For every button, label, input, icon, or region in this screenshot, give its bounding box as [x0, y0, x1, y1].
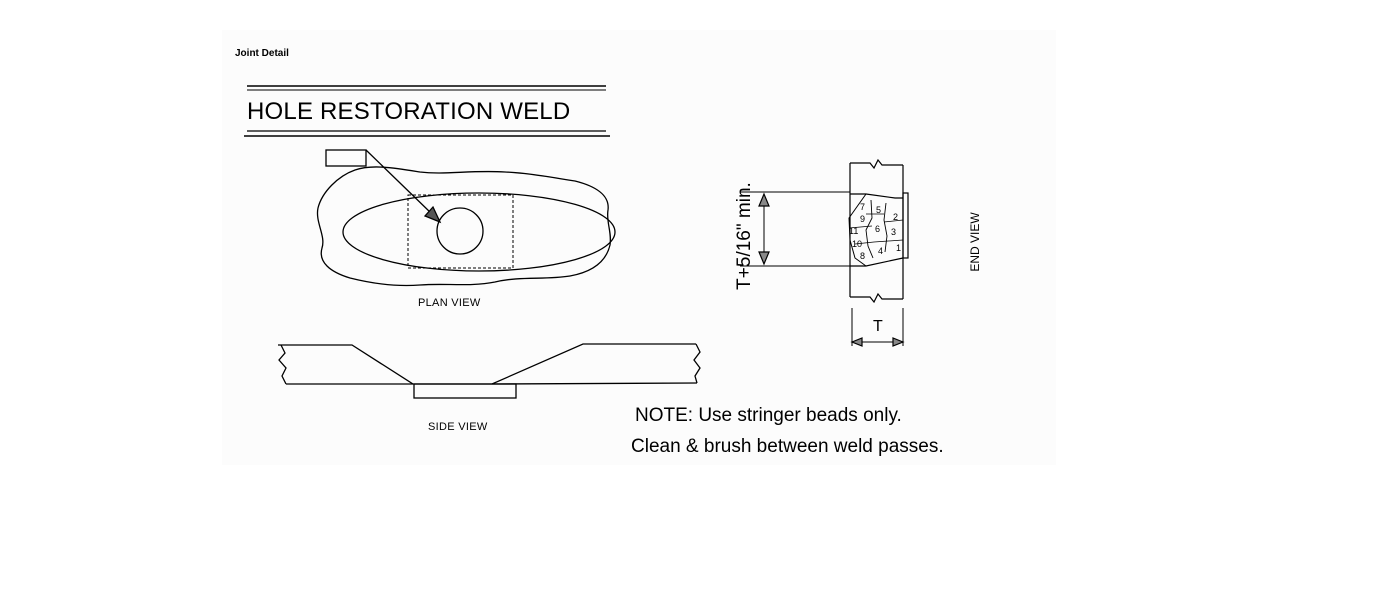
- side-view-label: SIDE VIEW: [428, 421, 488, 433]
- pass-8: 8: [860, 251, 865, 261]
- height-dimension-label: T+5/16" min.: [734, 182, 755, 290]
- drawing-title: HOLE RESTORATION WELD: [247, 98, 571, 125]
- pass-11: 11: [849, 226, 858, 236]
- joint-detail-label: Joint Detail: [235, 48, 289, 59]
- title-rules: [244, 85, 610, 137]
- note-line-1: NOTE: Use stringer beads only.: [635, 405, 902, 426]
- thickness-dimension-label: T: [873, 318, 883, 335]
- pass-1: 1: [896, 243, 901, 253]
- note-line-2: Clean & brush between weld passes.: [631, 436, 944, 457]
- plan-view-drawing: [316, 149, 616, 287]
- pass-4: 4: [878, 246, 883, 256]
- plan-ellipse: [342, 192, 616, 272]
- plan-hole: [436, 207, 484, 255]
- pass-7: 7: [860, 202, 865, 212]
- plan-arrow-shaft: [365, 149, 433, 215]
- pass-3: 3: [891, 227, 896, 237]
- plan-arrowhead: [423, 205, 442, 224]
- pass-2: 2: [893, 212, 898, 222]
- side-view-drawing: [278, 343, 701, 399]
- plan-view-label: PLAN VIEW: [418, 297, 481, 309]
- weld-pass-numbers: 1 2 3 4 5 6 7 8 9 10 11: [849, 202, 901, 261]
- pass-9: 9: [860, 214, 865, 224]
- end-view-drawing: [740, 158, 909, 347]
- side-backing-bar: [413, 383, 517, 399]
- end-view-label: END VIEW: [968, 212, 982, 272]
- pass-6: 6: [875, 224, 880, 234]
- plan-tab: [325, 149, 367, 167]
- end-backing-bar: [902, 192, 909, 259]
- drawing-panel: [222, 30, 1056, 465]
- plan-dashed-box: [407, 194, 514, 269]
- plan-rough-outline: [316, 166, 612, 287]
- pass-10: 10: [852, 239, 862, 249]
- pass-5: 5: [876, 205, 881, 215]
